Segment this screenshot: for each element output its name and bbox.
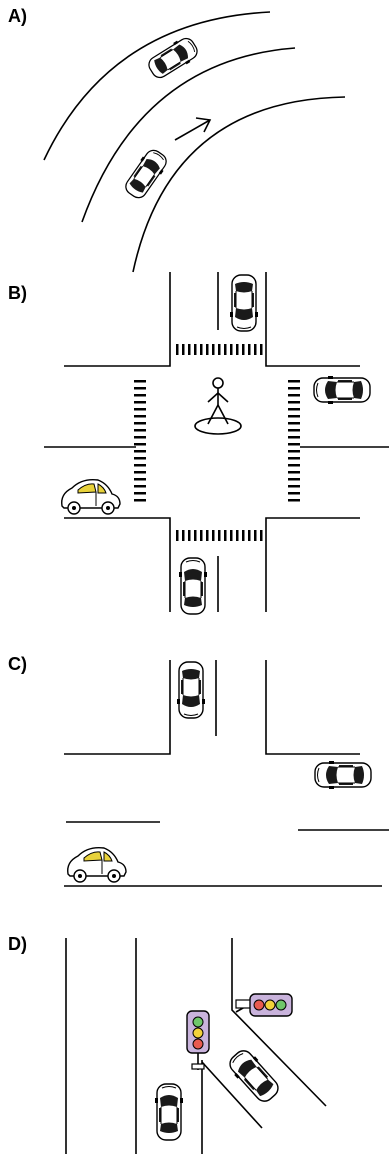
curve-center-line [81, 47, 296, 223]
beetle-car-icon [61, 478, 121, 515]
corner-bottom-left [64, 517, 171, 612]
corner-left [64, 660, 171, 755]
panel-label-d: D) [8, 934, 27, 954]
beetle-car-icon [67, 846, 127, 883]
panel-b-intersection [44, 272, 389, 615]
panel-label-c: C) [8, 654, 27, 674]
curve-inner-edge [132, 96, 346, 273]
car-westbound [314, 760, 372, 790]
car-right-westbound [313, 375, 371, 405]
corner-top-left [64, 272, 171, 367]
panel-c-t-intersection [64, 660, 389, 887]
crosswalk-bottom [176, 530, 263, 541]
panel-d-slip-lane [65, 938, 327, 1154]
crosswalk-right [288, 380, 300, 502]
pedestrian-icon [194, 377, 242, 435]
corner-bottom-right [265, 517, 360, 612]
car-bottom-lane [120, 145, 172, 203]
panel-label-b: B) [8, 283, 27, 303]
arrow-icon [174, 117, 212, 141]
traffic-light-icon [235, 993, 293, 1017]
curve-outer-edge [43, 11, 271, 161]
corner-top-right [265, 272, 360, 367]
traffic-light-icon [186, 1010, 210, 1070]
crosswalk-top [176, 344, 263, 355]
car-bottom-northbound [178, 557, 208, 615]
car-top-southbound [229, 274, 259, 332]
corner-right [265, 660, 360, 755]
car-main-road [154, 1083, 184, 1141]
crosswalk-left [134, 380, 146, 502]
car-southbound [176, 661, 206, 719]
panel-label-a: A) [8, 6, 27, 26]
slip-lane-outer-edge [231, 938, 327, 1107]
slip-lane-inner-edge [201, 1061, 263, 1129]
panel-a-curved-road [43, 11, 346, 273]
